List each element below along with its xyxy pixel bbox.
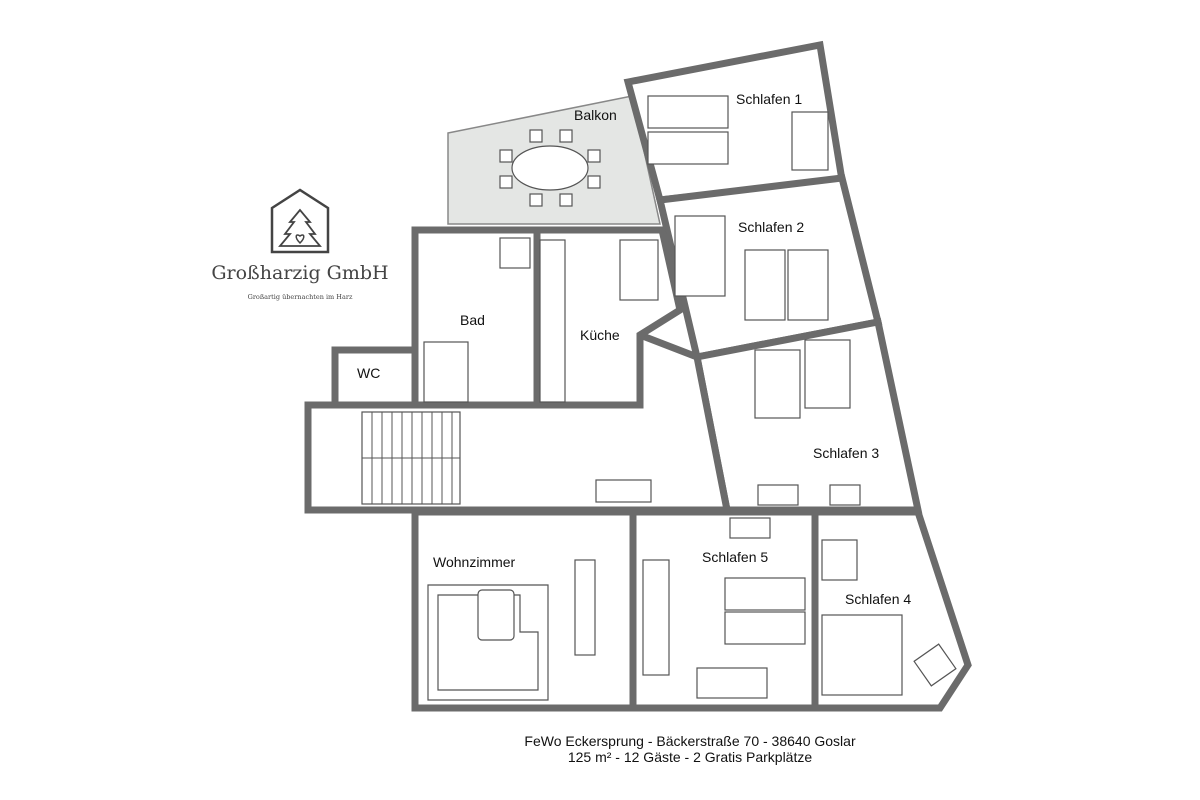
company-name: Großharzig GmbH bbox=[211, 262, 389, 284]
plan-caption: FeWo Eckersprung - Bäckerstraße 70 - 386… bbox=[500, 733, 880, 765]
staircase bbox=[361, 411, 461, 505]
label-schlafen-1: Schlafen 1 bbox=[736, 91, 802, 107]
label-schlafen-2: Schlafen 2 bbox=[738, 219, 804, 235]
label-schlafen-3: Schlafen 3 bbox=[813, 445, 879, 461]
label-balkon: Balkon bbox=[574, 107, 617, 123]
balcony-table bbox=[511, 145, 589, 191]
label-wc: WC bbox=[357, 365, 380, 381]
company-tagline: Großartig übernachten im Harz bbox=[247, 293, 353, 301]
balcony-chairs bbox=[499, 129, 601, 207]
label-schlafen-5: Schlafen 5 bbox=[702, 549, 768, 565]
caption-details: 125 m² - 12 Gäste - 2 Gratis Parkplätze bbox=[567, 749, 813, 765]
label-kueche: Küche bbox=[580, 327, 620, 343]
label-wohnzimmer: Wohnzimmer bbox=[433, 554, 516, 570]
label-bad: Bad bbox=[460, 312, 485, 328]
label-schlafen-4: Schlafen 4 bbox=[845, 591, 911, 607]
caption-address: FeWo Eckersprung - Bäckerstraße 70 - 386… bbox=[524, 733, 856, 749]
logo-icon bbox=[270, 188, 330, 254]
furniture bbox=[423, 95, 957, 701]
room-wc bbox=[331, 346, 419, 409]
